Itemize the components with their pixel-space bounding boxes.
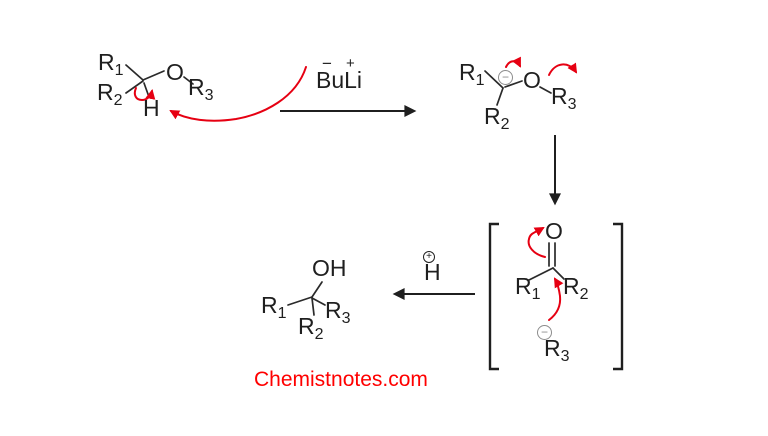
r-symbol: R: [298, 313, 315, 339]
intermediate-brackets: [488, 222, 624, 371]
r-symbol: R: [484, 103, 501, 129]
product-r3-label: R3: [325, 297, 351, 328]
reactant-c-r2-bond: [125, 80, 144, 94]
r-symbol: R: [261, 292, 278, 318]
product-c-r2-bond: [311, 297, 315, 316]
subscript-1: 1: [475, 72, 485, 89]
proton-abstraction-arrow: [169, 66, 307, 122]
ketone-c-r2-bond: [552, 267, 565, 280]
reactant-r1-label: R1: [98, 49, 124, 80]
carbanion-oxygen-label: O: [523, 67, 541, 95]
carbanion-bonds: [484, 70, 552, 106]
carbanion-c-r1-bond: [484, 70, 504, 89]
product-c-r1-bond: [287, 296, 313, 306]
site-watermark: Chemistnotes.com: [254, 368, 428, 391]
r-symbol: R: [325, 297, 342, 323]
ketone-r1-label: R1: [515, 273, 541, 304]
proton-label: H: [424, 259, 441, 285]
reactant-o-r3-bond: [183, 76, 194, 85]
ketone-r2-label: R2: [563, 273, 589, 304]
intermediate-bracket-right: [613, 222, 624, 371]
o-symbol: O: [545, 218, 563, 244]
subscript-1: 1: [531, 286, 541, 303]
r-symbol: R: [98, 49, 115, 75]
r-symbol: R: [188, 74, 205, 100]
product-c-oh-bond: [311, 281, 323, 298]
o-r3-cleavage-arrow: [548, 62, 578, 76]
buli-plus-charge: +: [346, 55, 355, 72]
subscript-3: 3: [567, 96, 577, 113]
oh-symbol: OH: [312, 255, 347, 281]
carbanion-c-r2-bond: [496, 87, 504, 106]
subscript-2: 2: [314, 326, 324, 343]
carbanion-o-r3-bond: [539, 86, 552, 94]
r-symbol: R: [459, 59, 476, 85]
ketone-bonds: [528, 242, 565, 281]
r3-anion-label: R3: [544, 335, 570, 366]
carbanion-to-co-arrow: [505, 56, 521, 68]
subscript-2: 2: [500, 116, 510, 133]
o-symbol: O: [166, 59, 184, 85]
ketone-oxygen-label: O: [545, 218, 563, 246]
subscript-2: 2: [579, 286, 589, 303]
product-bonds: [287, 281, 326, 316]
r-symbol: R: [97, 79, 114, 105]
r-symbol: R: [563, 273, 580, 299]
reactant-r3-label: R3: [188, 74, 214, 105]
r-symbol: R: [551, 83, 568, 109]
reactant-oxygen-label: O: [166, 59, 184, 87]
carbanion-r1-label: R1: [459, 59, 485, 90]
r-symbol: R: [544, 335, 561, 361]
subscript-2: 2: [113, 92, 123, 109]
ch-bond-electrons-arrow: [133, 87, 156, 102]
r-symbol: R: [515, 273, 532, 299]
reactant-r2-label: R2: [97, 79, 123, 110]
subscript-3: 3: [560, 348, 570, 365]
carbanion-c-o-bond: [504, 80, 523, 88]
product-r1-label: R1: [261, 292, 287, 323]
proton-plus-icon: +: [423, 251, 435, 263]
carbanion-r2-label: R2: [484, 103, 510, 134]
subscript-1: 1: [114, 62, 124, 79]
r3-anion-minus-icon: −: [537, 325, 552, 340]
reactant-h-label: H: [143, 95, 160, 123]
ketone-c-r1-bond: [528, 267, 554, 281]
product-oh-label: OH: [312, 255, 347, 283]
electron-arrows: [133, 56, 578, 321]
subscript-3: 3: [204, 87, 214, 104]
co-pi-to-oxygen-arrow: [527, 227, 546, 258]
r3-attack-arrow: [548, 277, 564, 321]
product-c-r3-bond: [311, 297, 326, 306]
o-symbol: O: [523, 67, 541, 93]
product-r2-label: R2: [298, 313, 324, 344]
intermediate-bracket-left: [488, 222, 499, 371]
buli-minus-charge: −: [322, 54, 332, 73]
carbanion-minus-icon: −: [498, 70, 513, 85]
step-arrows: [280, 105, 561, 300]
carbanion-r3-label: R3: [551, 83, 577, 114]
reactant-c-o-bond: [142, 70, 165, 81]
subscript-3: 3: [341, 310, 351, 327]
reactant-c-r1-bond: [125, 64, 144, 81]
h-symbol: H: [143, 95, 160, 121]
subscript-1: 1: [277, 305, 287, 322]
buli-label: BuLi: [316, 67, 363, 93]
